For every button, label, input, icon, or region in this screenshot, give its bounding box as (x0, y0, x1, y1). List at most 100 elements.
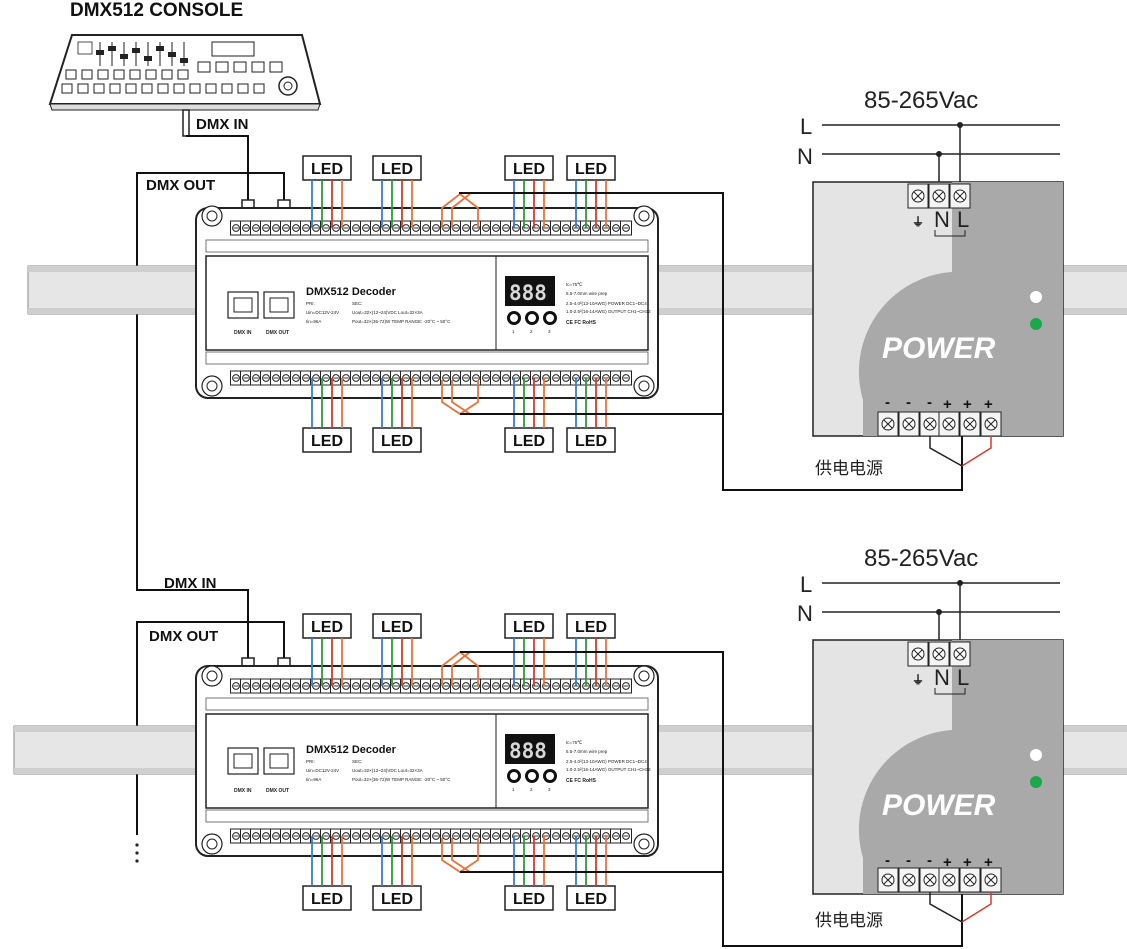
dmx-out-label-1: DMX OUT (146, 177, 215, 194)
terminal (540, 370, 552, 386)
power-supply-2: 85-265Vac L N ⏚ N L POWER - - - + + + (797, 545, 1064, 931)
terminal (550, 370, 562, 386)
terminal (370, 678, 382, 694)
terminal (470, 220, 482, 236)
terminal (260, 220, 272, 236)
led-label: LED (311, 619, 343, 636)
dmx-in-label-2: DMX IN (164, 575, 217, 592)
terminal (350, 678, 362, 694)
spec-mid-0: SEC: (352, 301, 363, 306)
bottom-terminal-row (230, 828, 632, 844)
terminal (260, 370, 272, 386)
terminal (300, 828, 312, 844)
ground-symbol: ⏚ (912, 215, 924, 229)
terminal (300, 370, 312, 386)
terminal (530, 828, 542, 844)
terminal (240, 370, 252, 386)
cert-marks: CE FC RoHS (566, 320, 597, 326)
led-label: LED (513, 891, 545, 908)
led-box (504, 155, 554, 181)
spec-left-0: PRI: (306, 301, 315, 306)
terminal (610, 370, 622, 386)
button-label-1: 1 (512, 329, 515, 334)
led-box (302, 613, 352, 639)
led-label: LED (513, 433, 545, 450)
led-box (566, 885, 616, 911)
plus-2: + (963, 396, 972, 413)
ac-input-label: 85-265Vac (864, 545, 978, 572)
terminal (270, 828, 282, 844)
terminal (360, 678, 372, 694)
terminal (350, 370, 362, 386)
power-input-wiring-2 (441, 650, 963, 947)
dmx-out-label-2: DMX OUT (149, 628, 218, 645)
minus-2: - (906, 852, 911, 869)
psu-neutral-label: N (934, 665, 950, 690)
plus-1: + (943, 396, 952, 413)
dmx-decoder-2: DMX IN DMX OUT DMX512 Decoder PRI: Uin=D… (195, 665, 659, 857)
terminal (510, 370, 522, 386)
console-dmx-cable: DMX IN (182, 109, 249, 206)
terminal (620, 370, 632, 386)
decoder-title: DMX512 Decoder (306, 286, 397, 298)
terminal (480, 678, 492, 694)
terminal (520, 828, 532, 844)
terminal (360, 220, 372, 236)
terminal (460, 828, 472, 844)
terminal (620, 678, 632, 694)
led-label: LED (575, 161, 607, 178)
spec-mid-2: Pout=32×(36-72)W TEMP RANGE: -20°C ~ 50°… (352, 319, 451, 324)
decoder-dmx-in-label: DMX IN (234, 330, 252, 336)
minus-1: - (885, 394, 890, 411)
neutral-label: N (797, 144, 813, 169)
terminal (270, 220, 282, 236)
led-label: LED (381, 161, 413, 178)
led-label: LED (575, 619, 607, 636)
terminal (280, 370, 292, 386)
terminal (350, 828, 362, 844)
terminal (370, 828, 382, 844)
button-label-3: 3 (548, 787, 551, 792)
ground-symbol: ⏚ (912, 673, 924, 687)
terminal (480, 220, 492, 236)
continuation-dots (135, 843, 139, 863)
minus-1: - (885, 852, 890, 869)
led-box (302, 885, 352, 911)
led-box (372, 155, 422, 181)
led-label: LED (381, 433, 413, 450)
decoder-title: DMX512 Decoder (306, 744, 397, 756)
led-label: LED (513, 619, 545, 636)
terminal (240, 828, 252, 844)
terminal (360, 370, 372, 386)
led-box (566, 155, 616, 181)
led-box (372, 427, 422, 453)
terminal (230, 678, 242, 694)
terminal (260, 828, 272, 844)
minus-3: - (927, 852, 932, 869)
spec-mid-1: Uout=32×(12~24)VDC Lout=32×3A (352, 768, 423, 773)
terminal (510, 220, 522, 236)
spec-right-1: 5.5-7.0mm wire prep (566, 749, 608, 754)
button-label-3: 3 (548, 329, 551, 334)
led-label: LED (513, 161, 545, 178)
terminal (370, 370, 382, 386)
terminal (470, 678, 482, 694)
terminal (370, 220, 382, 236)
terminal (300, 678, 312, 694)
spec-left-2: Iin=96A (306, 777, 321, 782)
terminal (460, 220, 472, 236)
terminal (560, 678, 572, 694)
minus-3: - (927, 394, 932, 411)
ac-input-label: 85-265Vac (864, 87, 978, 114)
terminal (420, 828, 432, 844)
terminal (610, 678, 622, 694)
terminal (500, 828, 512, 844)
decoder-dmx-out-label: DMX OUT (266, 330, 289, 336)
terminal (540, 678, 552, 694)
plus-1: + (943, 854, 952, 871)
led-label: LED (311, 433, 343, 450)
terminal (250, 220, 262, 236)
terminal (250, 828, 262, 844)
led-label: LED (575, 433, 607, 450)
